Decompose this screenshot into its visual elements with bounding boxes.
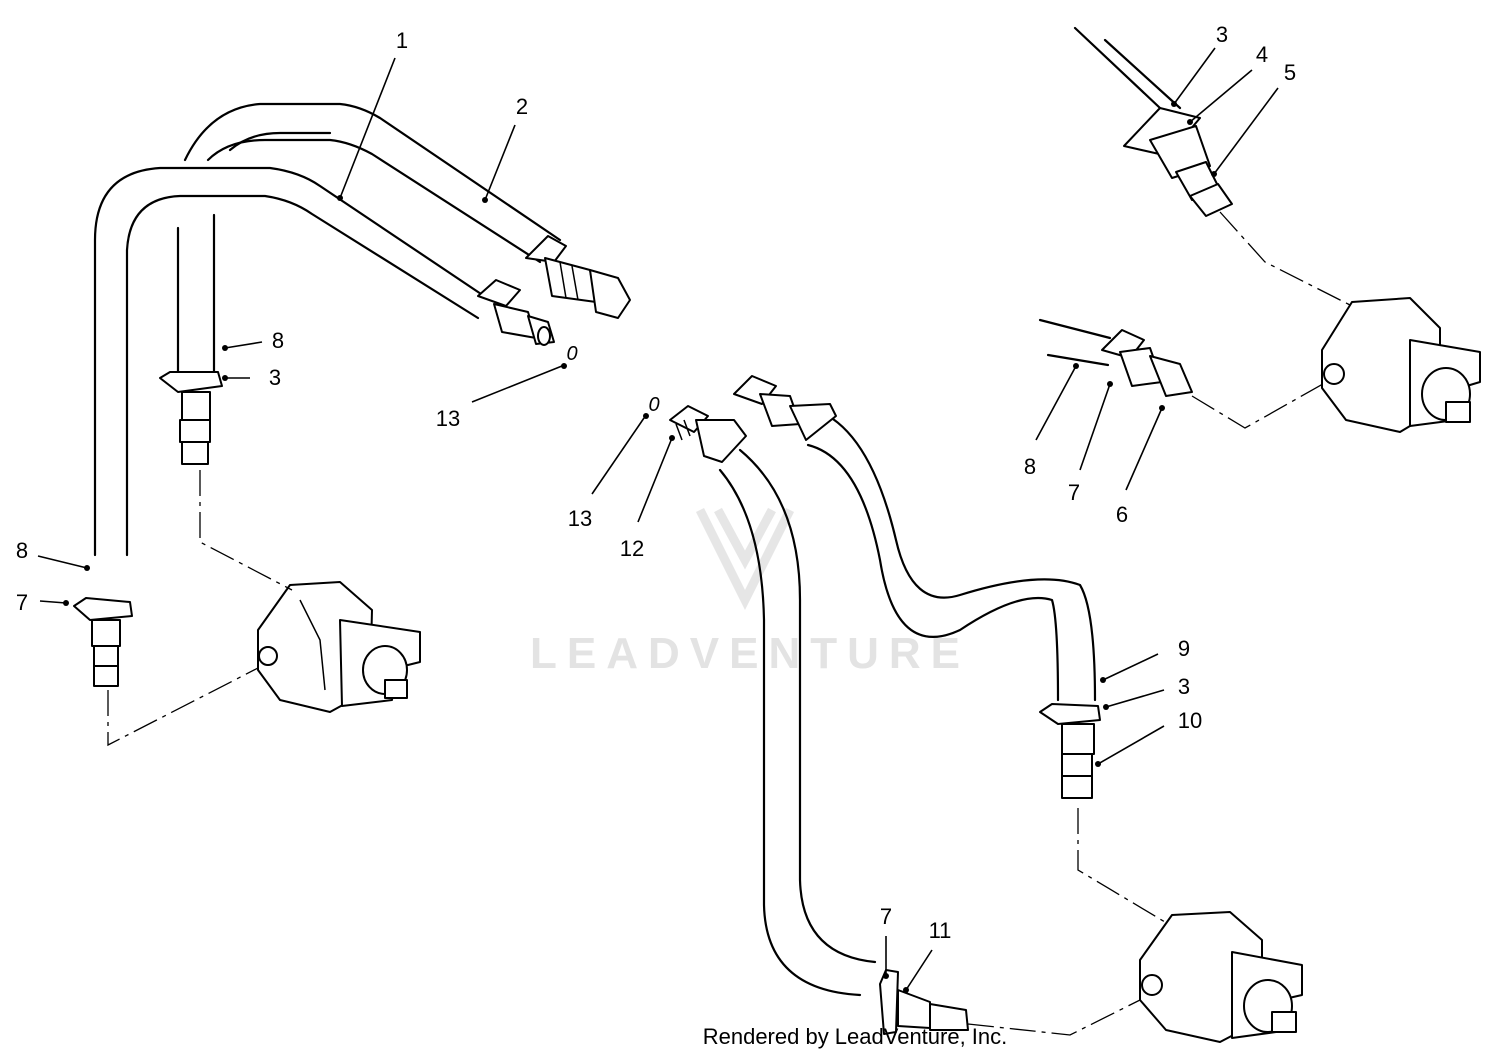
oring-mark-center: 0: [648, 394, 659, 416]
fitting-2-end: [525, 235, 631, 319]
callout-7-right: 7: [1068, 480, 1080, 505]
callout-8-top: 8: [272, 328, 284, 353]
hose-1-inner: [125, 194, 480, 557]
fitting-3-4-5: [1123, 107, 1233, 217]
watermark-text: LEADVENTURE: [530, 629, 970, 678]
top-right-assembly: [1038, 26, 1481, 433]
fitting-1-end: [477, 279, 555, 346]
left-hose-assembly: [73, 102, 631, 747]
callout-13-left: 13: [436, 406, 460, 431]
callout-10: 10: [1178, 708, 1202, 733]
callout-2: 2: [516, 94, 528, 119]
callout-8-right: 8: [1024, 454, 1036, 479]
watermark: LEADVENTURE: [530, 507, 970, 678]
callout-3-right: 3: [1178, 674, 1190, 699]
fitting-7-bottom-left: [73, 597, 133, 687]
centerline-left-1: [107, 667, 259, 747]
hose-top-right: [1073, 26, 1182, 110]
pump-top-right: [1321, 297, 1481, 433]
hose-11-inner: [738, 448, 877, 964]
callout-6: 6: [1116, 502, 1128, 527]
hose-8-vertical: [176, 213, 216, 382]
watermark-logo-icon: [695, 507, 795, 611]
callout-9: 9: [1178, 636, 1190, 661]
fitting-s-top: [733, 375, 837, 441]
fitting-3-10: [1039, 703, 1101, 799]
callout-7-bottom: 7: [880, 904, 892, 929]
oring-mark-left: 0: [566, 343, 577, 365]
callout-3-top-right: 3: [1216, 22, 1228, 47]
hose-9-inner: [814, 408, 1097, 702]
callout-13-center: 13: [568, 506, 592, 531]
centerline-right-low: [1077, 808, 1171, 926]
hose-11-outer: [718, 468, 862, 997]
callout-labels: 1 2 8 3 0 13 8 7 3 4 5 8 7 6 0 13 12 9 3…: [16, 22, 1296, 943]
pump-left: [257, 581, 421, 713]
center-assembly: [669, 375, 1303, 1043]
footer-credit: Rendered by LeadVenture, Inc.: [702, 1024, 1008, 1049]
centerline-top-right: [1219, 211, 1351, 306]
hose-1-back: [228, 131, 332, 152]
callout-1: 1: [396, 28, 408, 53]
callout-3-top: 3: [269, 365, 281, 390]
callout-7-left: 7: [16, 590, 28, 615]
callout-12: 12: [620, 536, 644, 561]
callout-11: 11: [929, 918, 952, 943]
fitting-7-11: [879, 969, 969, 1035]
hose-2-outer: [183, 102, 562, 242]
callout-5: 5: [1284, 60, 1296, 85]
centerline-left-2: [199, 470, 293, 591]
fitting-12: [669, 405, 747, 463]
hose-9-outer: [806, 443, 1060, 702]
hose-8-right: [1038, 318, 1112, 367]
centerline-right-mid: [1191, 379, 1331, 429]
fitting-7-6: [1101, 329, 1193, 397]
centerline-bottom: [967, 989, 1161, 1036]
hose-2-inner: [206, 138, 542, 264]
pump-bottom-right: [1139, 911, 1303, 1043]
callout-4: 4: [1256, 42, 1268, 67]
hose-1-outer: [93, 166, 492, 557]
callout-8-left: 8: [16, 538, 28, 563]
fitting-3-middle: [159, 371, 223, 465]
callout-leaders: [37, 47, 1279, 993]
